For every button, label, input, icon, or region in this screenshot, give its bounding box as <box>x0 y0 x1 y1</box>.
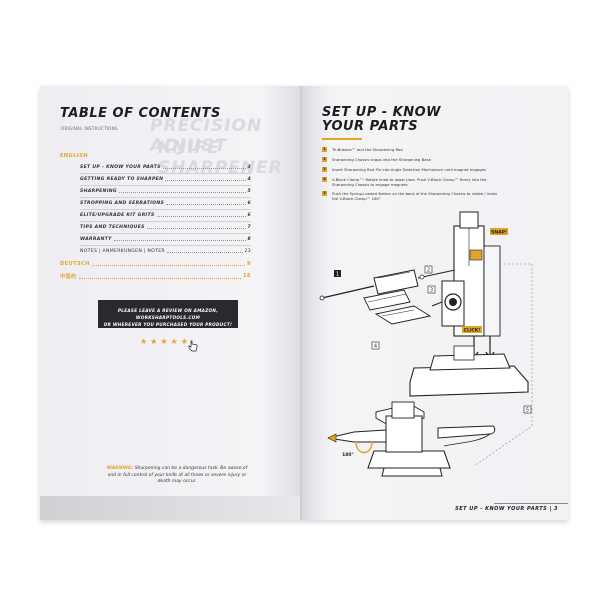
language-english: ENGLISH <box>60 153 89 159</box>
divider <box>80 245 251 246</box>
page-bottom-shadow <box>40 496 302 520</box>
divider <box>80 197 251 198</box>
page-title: TABLE OF CONTENTS <box>60 106 221 121</box>
warning-note: WARNING: Sharpening can be a dangerous t… <box>106 466 248 484</box>
snap-label-bg <box>490 228 508 235</box>
callout-4 <box>371 341 380 350</box>
review-line-2: OR WHEREVER YOU PURCHASED YOUR PRODUCT! <box>103 322 233 327</box>
svg-text:CLICK!: CLICK! <box>464 328 481 334</box>
sharpening-rod-drawing <box>319 267 465 301</box>
sharpening-chassis-drawing <box>441 211 501 337</box>
assembled-sharpener-drawing <box>327 401 496 477</box>
svg-text:5: 5 <box>526 408 529 414</box>
svg-text:4: 4 <box>374 344 377 350</box>
tri-brasive-drawing <box>363 289 411 311</box>
divider <box>80 221 251 222</box>
svg-text:3: 3 <box>430 288 433 294</box>
book-gutter <box>300 86 306 520</box>
divider <box>80 209 251 210</box>
click-label-bg <box>462 326 482 333</box>
review-line-1: PLEASE LEAVE A REVIEW ON AMAZON, WORKSHA… <box>117 308 219 320</box>
callout-3 <box>427 285 436 294</box>
svg-text:180°: 180° <box>342 452 354 458</box>
page-title: SET UP - KNOW YOUR PARTS <box>322 105 442 134</box>
review-banner: PLEASE LEAVE A REVIEW ON AMAZON, WORKSHA… <box>98 300 238 328</box>
page-subtitle: ORIGINAL INSTRUCTIONS <box>61 126 118 131</box>
callout-1 <box>334 270 341 277</box>
footer-rule <box>494 503 568 504</box>
title-accent-bar <box>322 138 362 140</box>
sharpening-base-drawing <box>409 345 529 397</box>
parts-illustration: 1 2 3 4 5 SNAP! CLICK! 180° <box>319 211 533 477</box>
pointer-hand-icon <box>188 340 198 352</box>
page-footer: SET UP - KNOW YOUR PARTS | 3 <box>455 506 558 512</box>
left-page-table-of-contents: PRECISION ADJUST KNIFE SHARPENER TABLE O… <box>40 86 302 520</box>
svg-text:SNAP!: SNAP! <box>491 230 507 236</box>
watermark-line-1: PRECISION ADJUST <box>150 116 263 156</box>
svg-text:1: 1 <box>336 272 339 278</box>
svg-text:2: 2 <box>427 268 430 274</box>
watermark-line-2: KNIFE SHARPENER <box>158 138 283 178</box>
divider <box>80 233 251 234</box>
rating-stars: ★★★★★ <box>140 337 191 346</box>
callout-5 <box>523 405 532 414</box>
callout-2 <box>424 265 433 274</box>
divider <box>80 185 251 186</box>
divider <box>80 173 251 174</box>
open-booklet: PRECISION ADJUST KNIFE SHARPENER TABLE O… <box>40 86 568 520</box>
